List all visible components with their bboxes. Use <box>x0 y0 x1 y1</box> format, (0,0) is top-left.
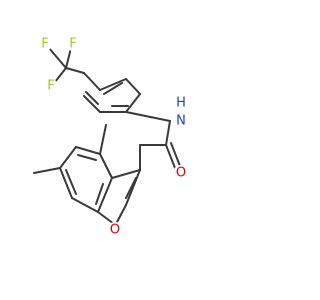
bond-carbonyl-o-b <box>170 142 181 167</box>
bond-benzo-dbl-b <box>65 169 77 195</box>
bond-c7a-c3a <box>97 177 113 213</box>
fluorine-atom-1: F <box>41 37 48 52</box>
bond-cf3-c-f1 <box>48 47 67 69</box>
bond-aryl-6-1 <box>83 95 101 113</box>
bond-benzo-c7-c7a <box>71 197 99 213</box>
bond-c3-c2-dbl <box>125 177 137 199</box>
bond-carbonyl-o-a <box>165 144 176 169</box>
bond-layer <box>33 47 181 225</box>
molecule-diagram: F F F H N O O <box>33 36 190 238</box>
bond-c3-c2 <box>125 169 141 206</box>
bond-benzo-dbl-c <box>95 183 104 205</box>
bond-c2-o <box>115 204 127 225</box>
bond-n-carbonyl <box>165 120 171 146</box>
fluorine-atom-2: F <box>69 37 76 52</box>
bond-o-c7a <box>97 211 115 225</box>
fluorine-1-background <box>38 37 52 51</box>
bond-benzo-c4-c5 <box>75 146 101 155</box>
bond-cf3-c-aryl <box>65 67 85 74</box>
bond-methyl-c6 <box>33 167 61 174</box>
nitrogen-background <box>172 112 190 130</box>
fluorine-2-background <box>66 37 80 51</box>
bond-benzo-c3a-c4 <box>99 153 113 179</box>
bond-aryl-1-2 <box>83 72 101 91</box>
carbonyl-oxygen-background <box>173 165 189 181</box>
bond-benzo-c6-c7 <box>59 167 73 199</box>
fluorine-atom-3: F <box>47 79 54 94</box>
carbonyl-oxygen-atom: O <box>176 166 186 181</box>
bond-c3a-c3 <box>111 169 141 179</box>
hydrogen-atom: H <box>176 96 186 111</box>
bond-benzo-c5-c6 <box>59 146 77 169</box>
bond-cf3-c-f3 <box>54 67 67 83</box>
bond-aryl-3-4 <box>125 78 141 95</box>
bond-aryl-n <box>125 111 171 122</box>
bond-aryl-dbl-c <box>85 91 99 105</box>
ring-oxygen-background <box>107 222 123 238</box>
nitrogen-atom: N <box>176 114 186 129</box>
fluorine-3-background <box>44 79 58 93</box>
atom-label-layer: F F F H N O O <box>38 37 190 238</box>
bond-methyl-c4 <box>99 124 107 155</box>
bond-aryl-2-3 <box>99 78 127 91</box>
bond-aryl-dbl-a <box>103 82 123 95</box>
ring-oxygen-atom: O <box>110 223 120 238</box>
bond-cf3-c-f2 <box>65 47 72 69</box>
bond-benzo-dbl-a <box>77 154 97 161</box>
bond-aryl-4-5 <box>125 93 141 113</box>
